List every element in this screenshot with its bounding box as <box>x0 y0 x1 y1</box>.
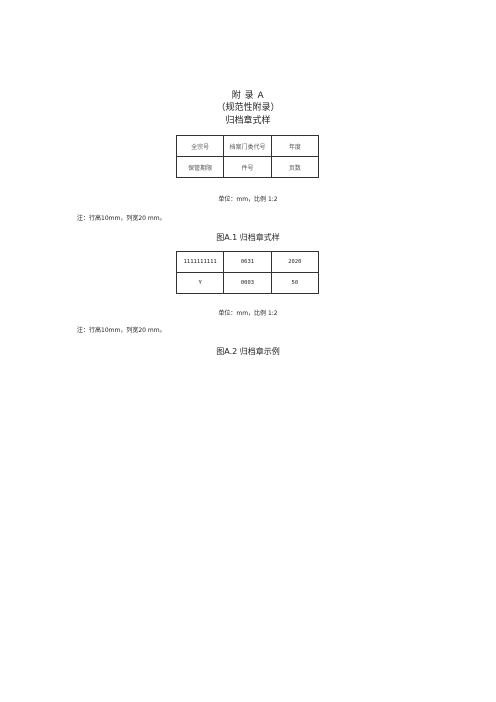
table-cell: 件号 <box>223 156 272 178</box>
table-cell: 页数 <box>270 156 320 178</box>
table-cell: 保管期限 <box>175 156 225 178</box>
unit-note: 单位：mm，比例 1:2 <box>218 196 278 203</box>
archive-stamp-template-table: 全宗号 档案门类代号 年度 保管期限 件号 页数 <box>175 135 320 178</box>
table-cell: 2020 <box>270 251 320 273</box>
figure-caption: 图A.2 归档章示例 <box>216 347 280 356</box>
table-row: 保管期限 件号 页数 <box>175 156 320 178</box>
table-cell: 1111111111 <box>175 251 225 273</box>
archive-stamp-example-table: 1111111111 0631 2020 Y 0003 50 <box>175 251 320 294</box>
table-row: 1111111111 0631 2020 <box>175 251 320 273</box>
table-cell: 年度 <box>270 135 320 157</box>
normative-label: （规范性附录） <box>216 103 280 113</box>
unit-note: 单位：mm，比例 1:2 <box>218 310 278 317</box>
table-cell: 50 <box>270 272 320 294</box>
table-cell: 0631 <box>223 251 272 273</box>
table-cell: Y <box>175 272 225 294</box>
size-note: 注：行高10mm，列宽20 mm。 <box>77 327 166 334</box>
table-cell: 档案门类代号 <box>223 135 272 157</box>
table-row: 全宗号 档案门类代号 年度 <box>175 135 320 157</box>
table-row: Y 0003 50 <box>175 272 320 294</box>
appendix-title: 附 录 A <box>231 91 265 101</box>
appendix-subject: 归档章式样 <box>225 116 271 126</box>
table-cell: 0003 <box>223 272 272 294</box>
size-note: 注：行高10mm，列宽20 mm。 <box>77 215 166 222</box>
table-cell: 全宗号 <box>175 135 225 157</box>
figure-caption: 图A.1 归档章式样 <box>216 233 280 242</box>
